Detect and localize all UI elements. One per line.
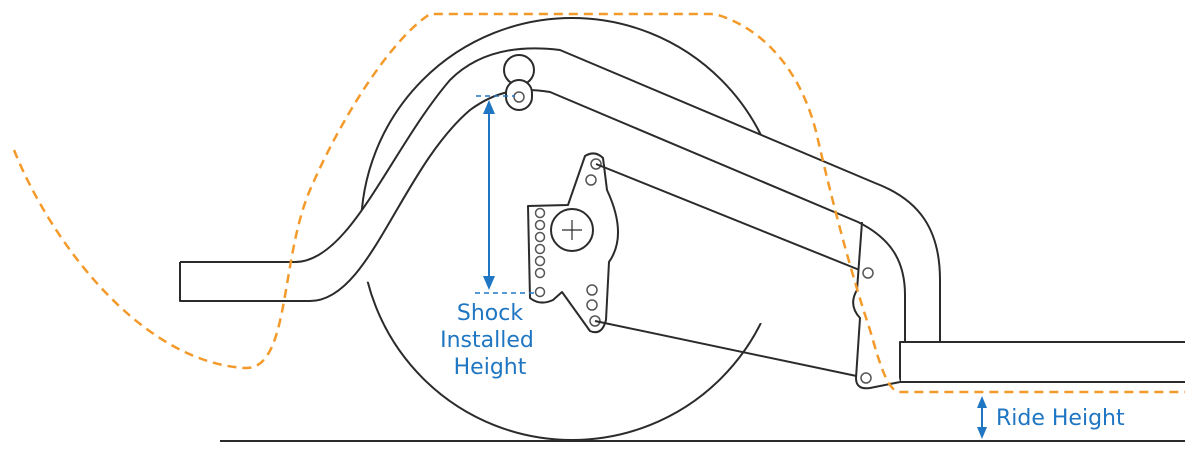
lower-rail [899, 341, 1185, 383]
lower-link [594, 320, 867, 379]
upper-link [595, 163, 868, 274]
ride-height-label: Ride Height [996, 406, 1125, 431]
shock-height-dimension [475, 95, 538, 294]
frame-link-bracket [852, 221, 901, 390]
frame-rail [179, 47, 1185, 343]
shock-height-label-3: Height [454, 355, 527, 380]
ride-height-dimension [977, 396, 987, 439]
axle [550, 208, 594, 252]
lower-link-pivot [860, 372, 872, 384]
shock-height-label-2: Installed [440, 328, 534, 353]
shock-mount [503, 54, 535, 111]
shock-height-label-1: Shock [457, 301, 523, 326]
upper-link-pivot [862, 267, 874, 279]
